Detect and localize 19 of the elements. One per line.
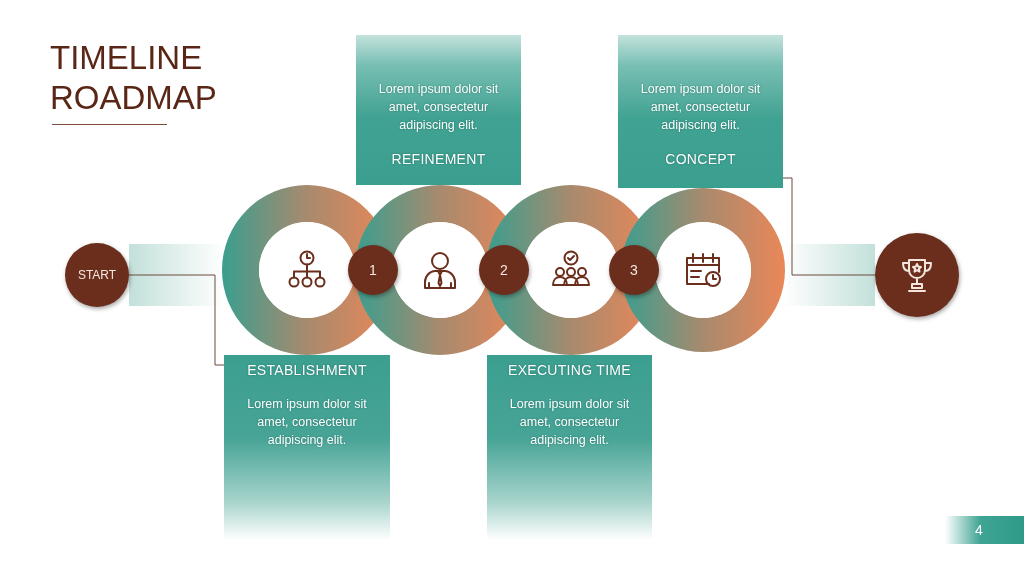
stage-description: Lorem ipsum dolor sit amet, consectetur adipiscing elit. — [377, 81, 500, 134]
title: TIMELINE ROADMAP — [50, 38, 218, 118]
start-circle — [65, 243, 129, 307]
stage-heading: EXECUTING TIME — [507, 362, 632, 378]
connector-line — [128, 244, 225, 366]
start-label: START — [77, 268, 117, 282]
connector-line — [782, 177, 876, 306]
stage-description: Lorem ipsum dolor sit amet, consectetur adipiscing elit. — [639, 81, 762, 134]
stage-heading: CONCEPT — [664, 151, 737, 167]
stage-column — [356, 35, 521, 185]
finish-circle — [875, 233, 959, 317]
stage-column — [487, 355, 652, 540]
stage-column — [224, 355, 390, 540]
stage-description: Lorem ipsum dolor sit amet, consectetur adipiscing elit. — [508, 396, 631, 449]
stage-heading: ESTABLISHMENT — [246, 362, 368, 378]
page-number: 4 — [945, 516, 1024, 544]
stage-description: Lorem ipsum dolor sit amet, consectetur adipiscing elit. — [246, 396, 368, 449]
stage-column — [618, 35, 783, 188]
stage-heading: REFINEMENT — [390, 151, 487, 167]
